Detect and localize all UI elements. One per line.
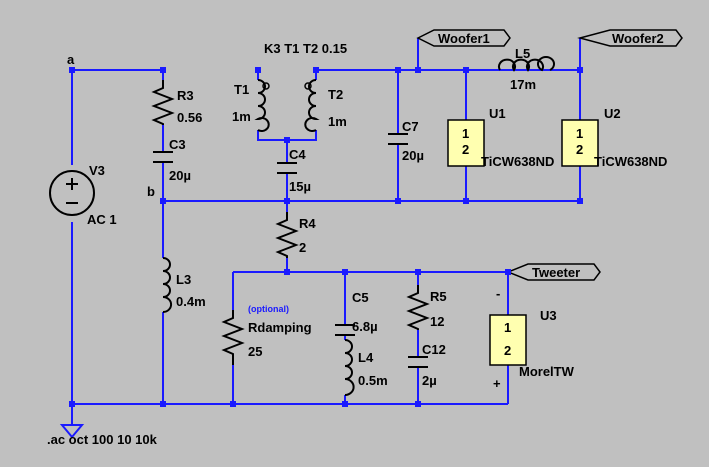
resistor-r4[interactable] xyxy=(275,212,299,258)
coupling-directive: K3 T1 T2 0.15 xyxy=(264,41,347,56)
rdamping-note: (optional) xyxy=(248,304,289,314)
inductor-l4[interactable] xyxy=(344,339,355,396)
c12-name: C12 xyxy=(422,342,446,357)
speaker-u1[interactable] xyxy=(447,119,485,167)
capacitor-c3[interactable] xyxy=(153,151,173,163)
capacitor-c4[interactable] xyxy=(277,162,297,174)
c12-value: 2µ xyxy=(422,373,437,388)
u2-name: U2 xyxy=(604,106,621,121)
u1-pin1: 1 xyxy=(462,126,469,141)
inductor-l3[interactable] xyxy=(162,257,172,313)
analysis-directive: .ac oct 100 10 10k xyxy=(47,432,158,447)
capacitor-c7[interactable] xyxy=(388,133,408,145)
rdamping-name: Rdamping xyxy=(248,320,312,335)
wires xyxy=(71,38,581,425)
t2-name: T2 xyxy=(328,87,343,102)
r5-value: 12 xyxy=(430,314,444,329)
inductor-t2[interactable] xyxy=(304,79,320,132)
rdamping-value: 25 xyxy=(248,344,262,359)
r4-value: 2 xyxy=(299,240,306,255)
inductor-l5[interactable] xyxy=(498,55,555,72)
c7-name: C7 xyxy=(402,119,419,134)
c5-value: 6.8µ xyxy=(352,319,378,334)
u3-plus: + xyxy=(493,376,501,391)
c3-value: 20µ xyxy=(169,168,191,183)
l4-name: L4 xyxy=(358,350,374,365)
r3-name: R3 xyxy=(177,88,194,103)
u2-pin2: 2 xyxy=(576,142,583,157)
v3-name: V3 xyxy=(89,163,105,178)
u3-model: MorelTW xyxy=(519,364,575,379)
speaker-u3[interactable] xyxy=(489,314,527,366)
net-flag-woofer1[interactable] xyxy=(416,29,511,47)
c4-name: C4 xyxy=(289,147,306,162)
v3-value: AC 1 xyxy=(87,212,117,227)
t1-value: 1m xyxy=(232,109,251,124)
u3-pin1: 1 xyxy=(504,320,511,335)
l3-name: L3 xyxy=(176,272,191,287)
c4-value: 15µ xyxy=(289,179,311,194)
voltage-source-v3[interactable] xyxy=(49,170,95,216)
capacitor-c5[interactable] xyxy=(335,324,355,336)
c7-value: 20µ xyxy=(402,148,424,163)
net-label-tweeter: Tweeter xyxy=(532,265,580,280)
c5-name: C5 xyxy=(352,290,369,305)
r4-name: R4 xyxy=(299,216,316,231)
u3-name: U3 xyxy=(540,308,557,323)
u1-model: TiCW638ND xyxy=(481,154,554,169)
u3-minus: - xyxy=(496,286,500,301)
u3-pin2: 2 xyxy=(504,343,511,358)
capacitor-c12[interactable] xyxy=(408,356,428,368)
junction-nodes xyxy=(69,67,583,407)
ground-symbol xyxy=(59,424,85,439)
node-label-b: b xyxy=(147,184,155,199)
net-label-woofer1: Woofer1 xyxy=(438,31,490,46)
inductor-t1[interactable] xyxy=(254,79,270,132)
node-label-a: a xyxy=(67,52,75,67)
resistor-r5[interactable] xyxy=(406,285,430,330)
u2-pin1: 1 xyxy=(576,126,583,141)
resistor-rdamping[interactable] xyxy=(221,310,245,365)
u1-pin2: 2 xyxy=(462,142,469,157)
u1-name: U1 xyxy=(489,106,506,121)
u2-model: TiCW638ND xyxy=(594,154,667,169)
net-label-woofer2: Woofer2 xyxy=(612,31,664,46)
c3-name: C3 xyxy=(169,137,186,152)
t2-value: 1m xyxy=(328,114,347,129)
r5-name: R5 xyxy=(430,289,447,304)
net-flag-tweeter[interactable] xyxy=(505,263,601,281)
t1-name: T1 xyxy=(234,82,249,97)
l5-name: L5 xyxy=(515,46,530,61)
l3-value: 0.4m xyxy=(176,294,206,309)
net-flag-woofer2[interactable] xyxy=(577,29,683,47)
l5-value: 17m xyxy=(510,77,536,92)
r3-value: 0.56 xyxy=(177,110,202,125)
l4-value: 0.5m xyxy=(358,373,388,388)
speaker-u2[interactable] xyxy=(561,119,599,167)
resistor-r3[interactable] xyxy=(151,80,175,125)
